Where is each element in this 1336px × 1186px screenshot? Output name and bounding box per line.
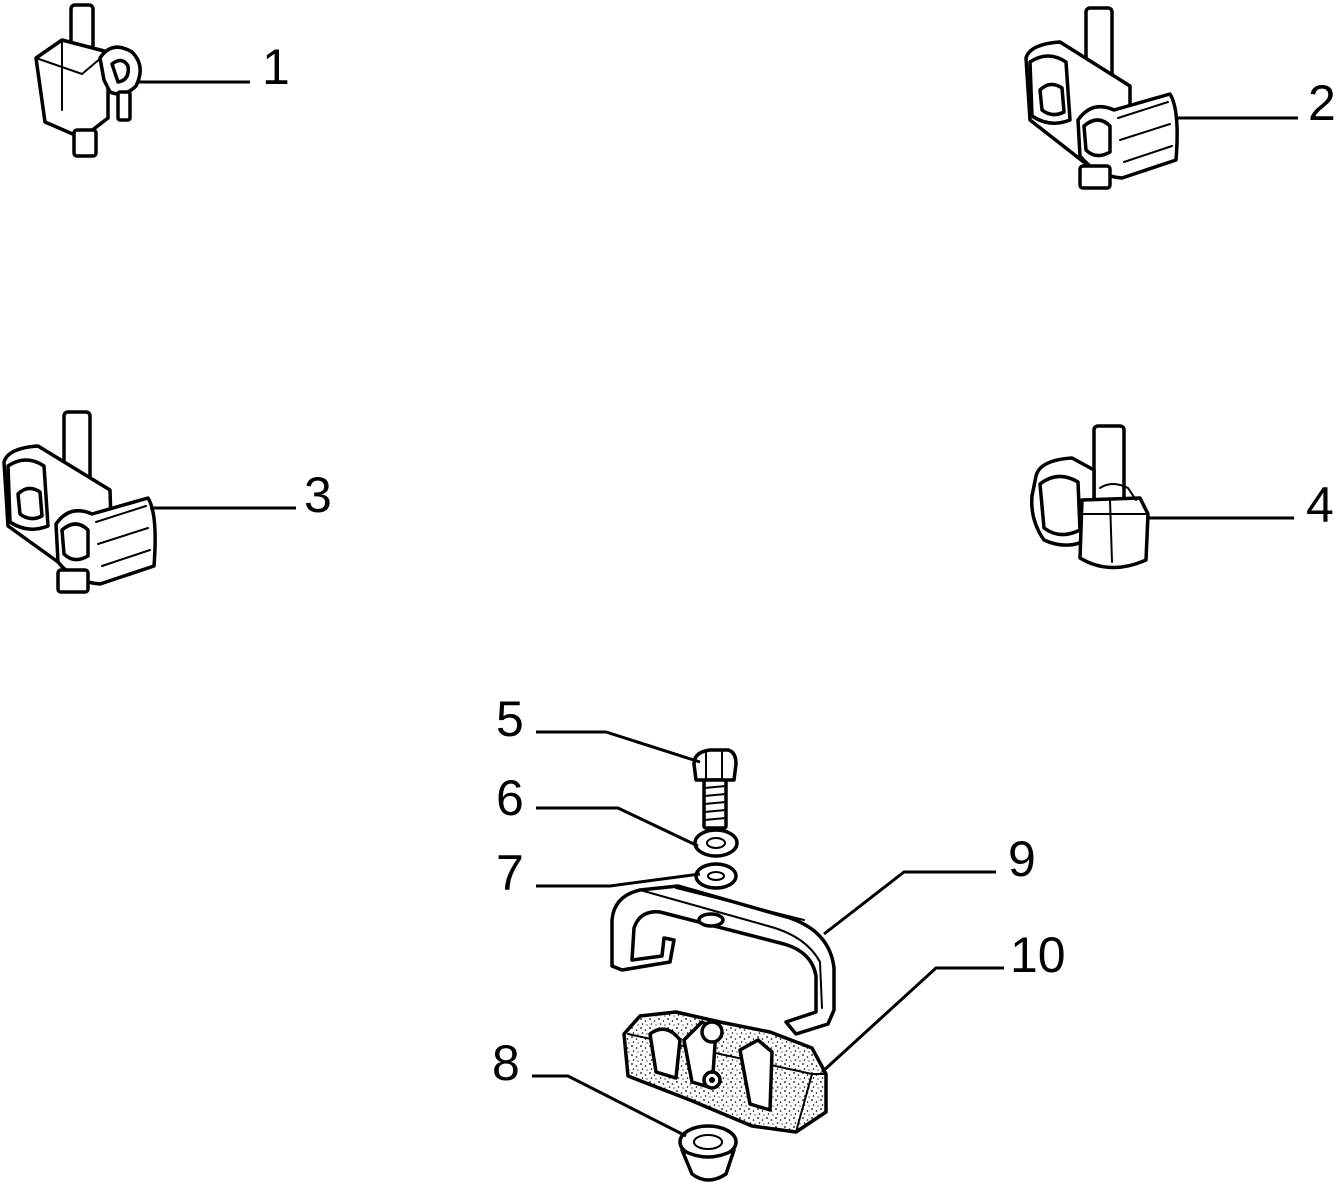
leader-line-10 <box>820 966 1004 1074</box>
part-10-foam-pipe-holder <box>622 1010 828 1134</box>
callout-label-1: 1 <box>262 39 290 95</box>
leader-line-9 <box>823 870 996 936</box>
part-3-double-pipe-clip <box>2 410 157 594</box>
leader-line-7 <box>536 872 701 888</box>
part-2-double-pipe-clip <box>1024 6 1179 190</box>
part-4-pipe-clip-with-nut <box>1030 424 1150 570</box>
callout-label-2: 2 <box>1308 75 1336 131</box>
callout-label-7: 7 <box>496 845 524 901</box>
leader-line-5 <box>536 730 701 764</box>
leader-line-6 <box>536 806 699 848</box>
callout-label-6: 6 <box>496 770 524 826</box>
callout-label-8: 8 <box>492 1035 520 1091</box>
part-7-lock-washer <box>694 862 738 890</box>
part-1-single-pipe-clip <box>34 3 142 158</box>
part-6-washer <box>693 828 739 858</box>
part-8-grommet <box>678 1124 738 1182</box>
callout-label-4: 4 <box>1306 477 1334 533</box>
callout-label-5: 5 <box>496 691 524 747</box>
part-5-bolt <box>692 748 738 830</box>
callout-label-9: 9 <box>1008 831 1036 887</box>
callout-label-3: 3 <box>304 467 332 523</box>
leader-line-8 <box>532 1074 687 1138</box>
callout-label-10: 10 <box>1010 927 1066 983</box>
part-9-cover-bracket <box>610 884 836 1036</box>
